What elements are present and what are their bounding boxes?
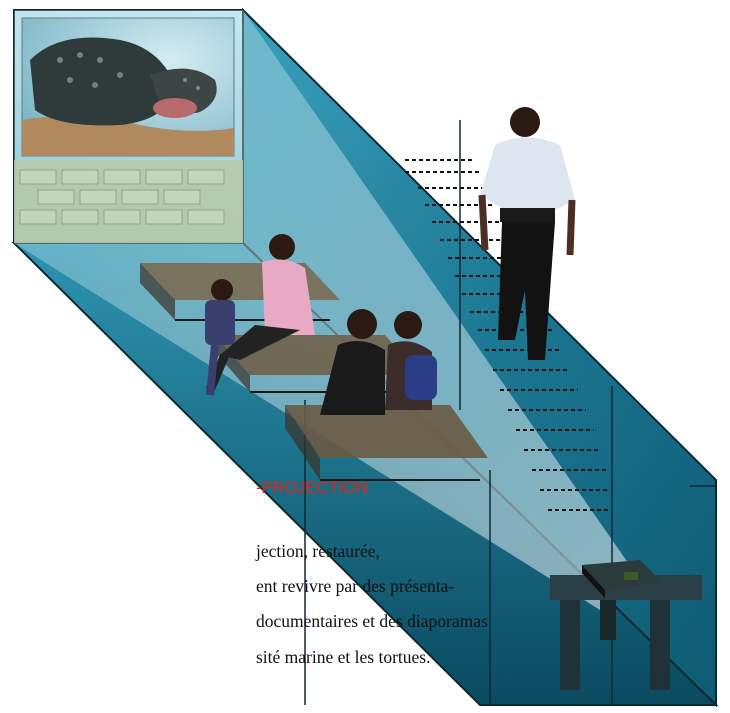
tiered-bench-3: [285, 405, 488, 481]
child-with-backpack: [385, 311, 437, 410]
projector: [582, 560, 662, 598]
seated-child-left: [205, 279, 235, 396]
leatherback-turtle-photo: [21, 17, 235, 157]
seated-boy: [320, 309, 385, 415]
projector-table: [550, 575, 702, 690]
walking-man: [478, 107, 576, 360]
brick-wall: [14, 160, 243, 243]
seated-woman: [205, 234, 315, 392]
